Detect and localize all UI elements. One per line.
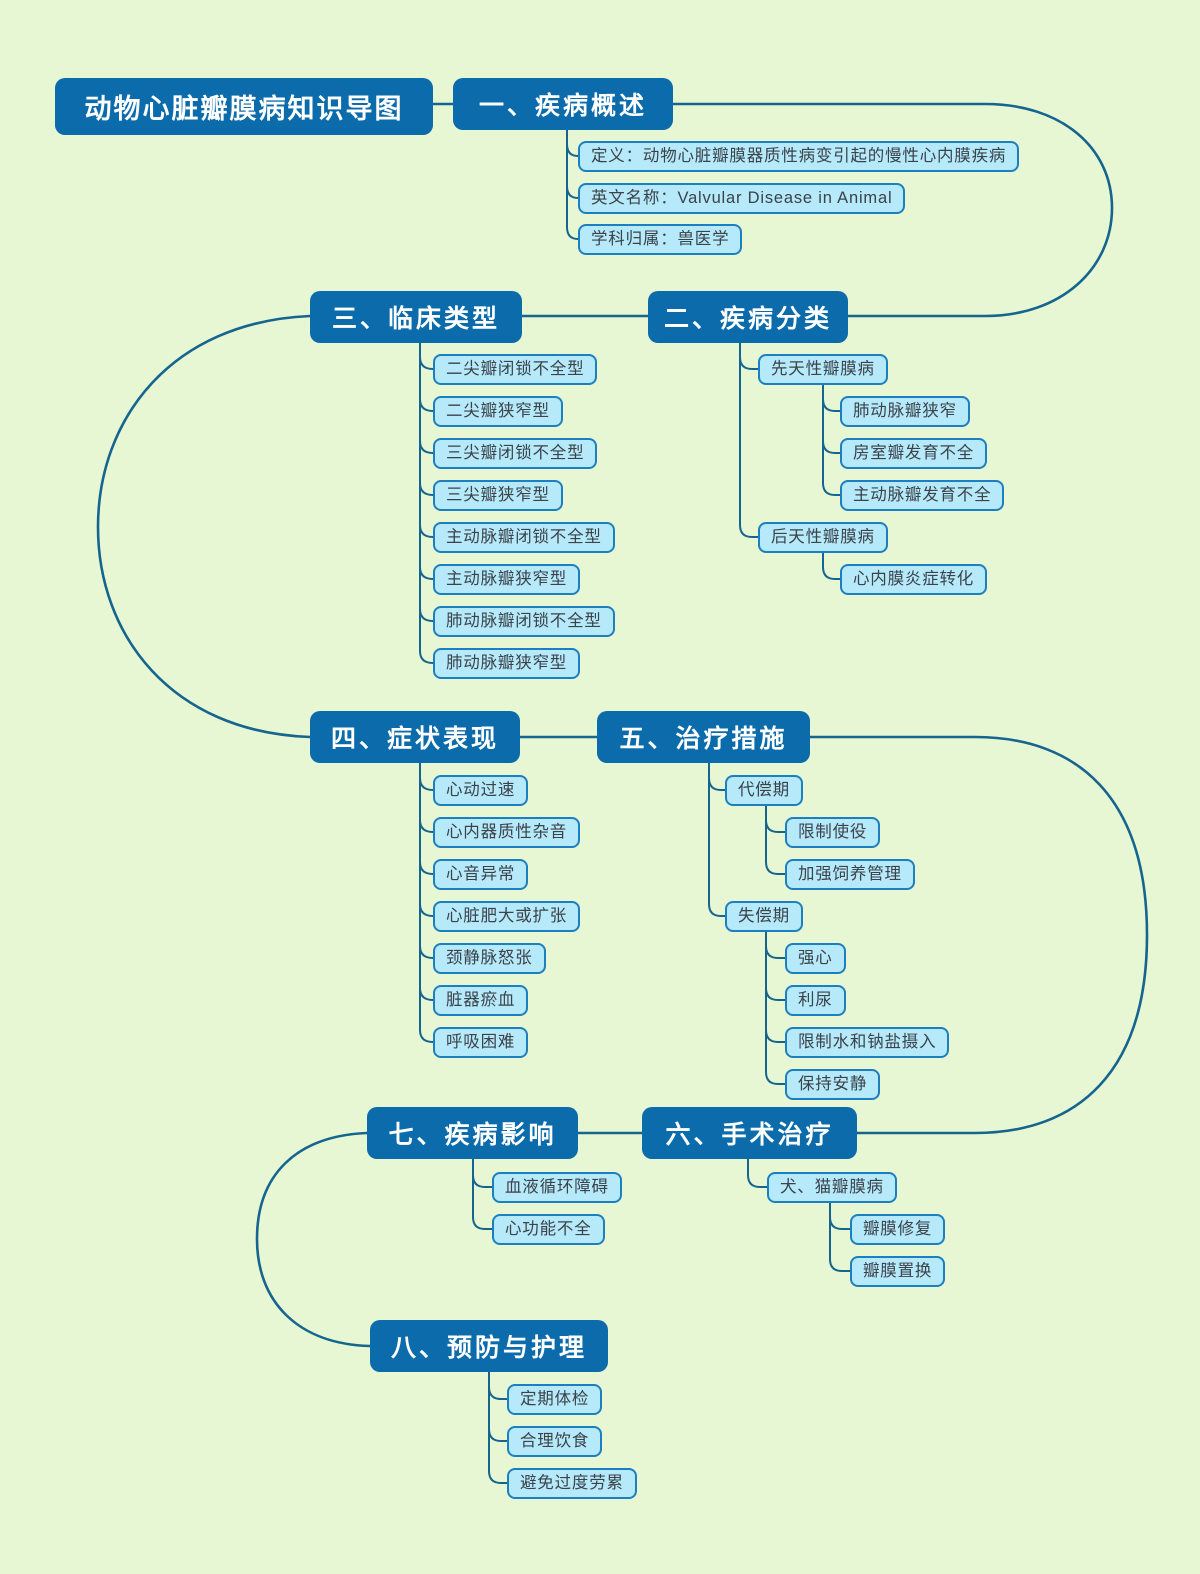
section-node-treatment[interactable]: 五、治疗措施 — [597, 711, 810, 763]
leaf-symptom[interactable]: 心动过速 — [433, 775, 529, 806]
leaf-impact[interactable]: 心功能不全 — [492, 1214, 605, 1245]
leaf-discipline[interactable]: 学科归属：兽医学 — [578, 224, 743, 255]
leaf-clinical-type[interactable]: 二尖瓣闭锁不全型 — [433, 354, 598, 385]
leaf-clinical-type[interactable]: 主动脉瓣狭窄型 — [433, 564, 581, 595]
leaf-treatment[interactable]: 加强饲养管理 — [785, 859, 915, 890]
leaf-treatment[interactable]: 强心 — [785, 943, 846, 974]
surgery-branch-connectors — [747, 1158, 851, 1272]
leaf-classification[interactable]: 房室瓣发育不全 — [840, 438, 988, 469]
section-node-disease-classification[interactable]: 二、疾病分类 — [648, 291, 848, 343]
leaf-treatment[interactable]: 保持安静 — [785, 1069, 881, 1100]
leaf-classification[interactable]: 主动脉瓣发育不全 — [840, 480, 1005, 511]
classification-branch-connectors — [739, 341, 841, 580]
leaf-symptom[interactable]: 颈静脉怒张 — [433, 943, 546, 974]
section-node-surgical-treatment[interactable]: 六、手术治疗 — [642, 1107, 857, 1159]
prevention-branch-connectors — [488, 1371, 508, 1484]
clinical-types-branch-connectors — [419, 341, 434, 664]
section-node-disease-overview[interactable]: 一、疾病概述 — [453, 78, 673, 130]
leaf-surgery[interactable]: 瓣膜修复 — [850, 1214, 946, 1245]
leaf-surgery[interactable]: 瓣膜置换 — [850, 1256, 946, 1287]
leaf-impact[interactable]: 血液循环障碍 — [492, 1172, 622, 1203]
leaf-symptom[interactable]: 呼吸困难 — [433, 1027, 529, 1058]
section-node-symptoms[interactable]: 四、症状表现 — [310, 711, 520, 763]
leaf-symptom[interactable]: 心脏肥大或扩张 — [433, 901, 581, 932]
main-chain-connectors — [96, 102, 1149, 1348]
treatment-branch-connectors — [708, 762, 786, 1085]
leaf-classification[interactable]: 肺动脉瓣狭窄 — [840, 396, 970, 427]
leaf-symptom[interactable]: 心内器质性杂音 — [433, 817, 581, 848]
leaf-definition[interactable]: 定义：动物心脏瓣膜器质性病变引起的慢性心内膜疾病 — [578, 141, 1020, 172]
overview-branch-connectors — [566, 129, 579, 240]
leaf-clinical-type[interactable]: 主动脉瓣闭锁不全型 — [433, 522, 615, 553]
group-decompensated-stage[interactable]: 失偿期 — [725, 901, 803, 932]
leaf-clinical-type[interactable]: 三尖瓣狭窄型 — [433, 480, 563, 511]
section-node-clinical-types[interactable]: 三、临床类型 — [310, 291, 522, 343]
leaf-clinical-type[interactable]: 肺动脉瓣狭窄型 — [433, 648, 581, 679]
leaf-symptom[interactable]: 脏器瘀血 — [433, 985, 529, 1016]
group-dog-cat-valve-disease[interactable]: 犬、猫瓣膜病 — [767, 1172, 897, 1203]
group-acquired-valve-disease[interactable]: 后天性瓣膜病 — [758, 522, 888, 553]
section-node-disease-impact[interactable]: 七、疾病影响 — [367, 1107, 578, 1159]
leaf-clinical-type[interactable]: 肺动脉瓣闭锁不全型 — [433, 606, 615, 637]
group-compensated-stage[interactable]: 代偿期 — [725, 775, 803, 806]
leaf-english-name[interactable]: 英文名称：Valvular Disease in Animal — [578, 183, 906, 214]
root-topic[interactable]: 动物心脏瓣膜病知识导图 — [55, 78, 433, 135]
group-congenital-valve-disease[interactable]: 先天性瓣膜病 — [758, 354, 888, 385]
leaf-treatment[interactable]: 限制使役 — [785, 817, 881, 848]
leaf-treatment[interactable]: 限制水和钠盐摄入 — [785, 1027, 950, 1058]
leaf-symptom[interactable]: 心音异常 — [433, 859, 529, 890]
leaf-prevention[interactable]: 合理饮食 — [507, 1426, 603, 1457]
leaf-clinical-type[interactable]: 二尖瓣狭窄型 — [433, 396, 563, 427]
symptoms-branch-connectors — [419, 762, 434, 1043]
leaf-treatment[interactable]: 利尿 — [785, 985, 846, 1016]
leaf-classification[interactable]: 心内膜炎症转化 — [840, 564, 988, 595]
leaf-prevention[interactable]: 定期体检 — [507, 1384, 603, 1415]
leaf-prevention[interactable]: 避免过度劳累 — [507, 1468, 637, 1499]
section-node-prevention-care[interactable]: 八、预防与护理 — [370, 1320, 608, 1372]
leaf-clinical-type[interactable]: 三尖瓣闭锁不全型 — [433, 438, 598, 469]
impact-branch-connectors — [472, 1158, 493, 1230]
